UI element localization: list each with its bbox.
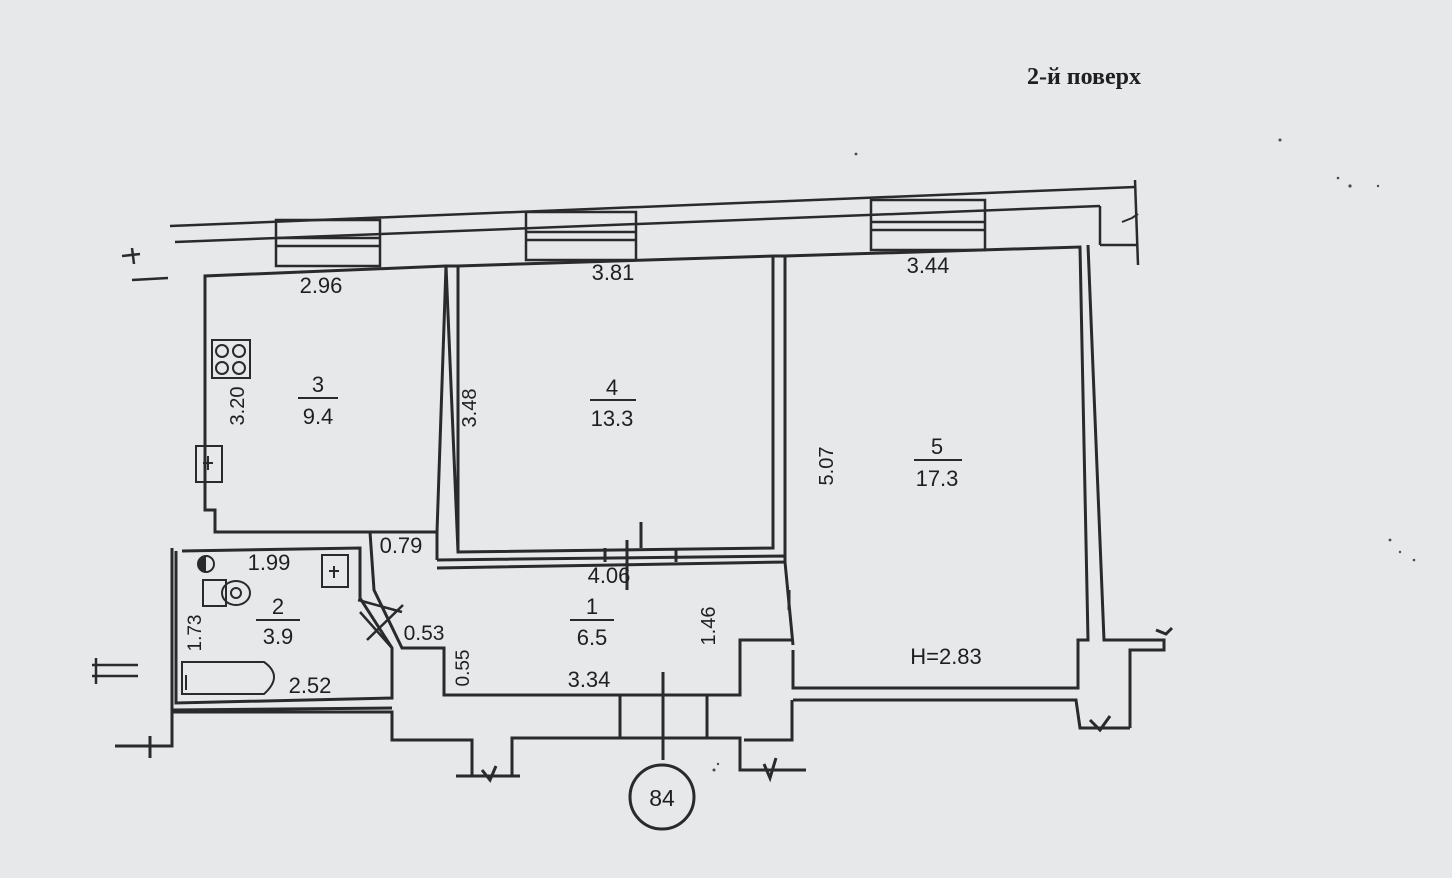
scan-speckles (712, 138, 1416, 772)
room-2-label: 2 3.9 (256, 594, 300, 649)
window-room3 (274, 218, 382, 268)
dim-corridor-depth: 1.46 (698, 607, 720, 646)
door-swing (357, 598, 404, 649)
outer-wall-top (169, 179, 1140, 266)
dim-corridor-niche: 0.53 (404, 622, 445, 645)
room-area: 3.9 (263, 624, 294, 649)
kitchen-sink-icon (195, 445, 223, 483)
room-4-label: 4 13.3 (590, 375, 636, 431)
room-area: 9.4 (303, 404, 334, 429)
bathroom-sink-icon (321, 554, 349, 588)
dim-room5-depth: 5.07 (816, 447, 838, 486)
room-1-label: 1 6.5 (570, 594, 614, 650)
lower-walls (115, 700, 806, 783)
dim-room3-width: 2.96 (300, 273, 343, 298)
left-edge-marks (92, 247, 169, 684)
bathtub-icon (181, 661, 275, 695)
water-heater-icon (197, 555, 215, 573)
dim-corridor-length: 3.34 (568, 667, 611, 692)
room-area: 13.3 (591, 406, 634, 431)
dim-room4-width: 3.81 (592, 260, 635, 285)
stove-icon (211, 339, 251, 379)
entrance-number: 84 (649, 785, 675, 811)
dim-room5-width: 3.44 (907, 253, 950, 278)
window-room5 (869, 198, 987, 252)
room-5-label: 5 17.3 (914, 434, 962, 491)
floor-label: 2-й поверх (1027, 64, 1141, 90)
room-area: 6.5 (577, 625, 608, 650)
room-number: 3 (312, 372, 324, 397)
dim-corridor-step: 0.79 (380, 533, 423, 558)
room-3-label: 3 9.4 (298, 372, 338, 429)
dim-room4-depth: 3.48 (459, 389, 481, 428)
dim-room2-depth: 1.73 (185, 615, 206, 652)
room-area: 17.3 (916, 466, 959, 491)
entrance-marker: 84 (628, 763, 696, 831)
room-number: 1 (586, 594, 598, 619)
room-number: 2 (272, 594, 284, 619)
toilet-icon (202, 579, 251, 607)
dim-bath-length: 2.52 (289, 673, 332, 698)
room-5-walls (783, 244, 1174, 733)
room-4-walls (436, 254, 787, 590)
dim-room2-width: 1.99 (248, 550, 291, 575)
room-number: 4 (606, 375, 618, 400)
room-number: 5 (931, 434, 943, 459)
dim-corridor-offset: 0.55 (453, 650, 474, 687)
dim-room3-depth: 3.20 (227, 387, 249, 426)
window-room4 (524, 210, 638, 262)
dim-room4-bottom: 4.06 (588, 563, 631, 588)
ceiling-height: H=2.83 (910, 644, 982, 669)
